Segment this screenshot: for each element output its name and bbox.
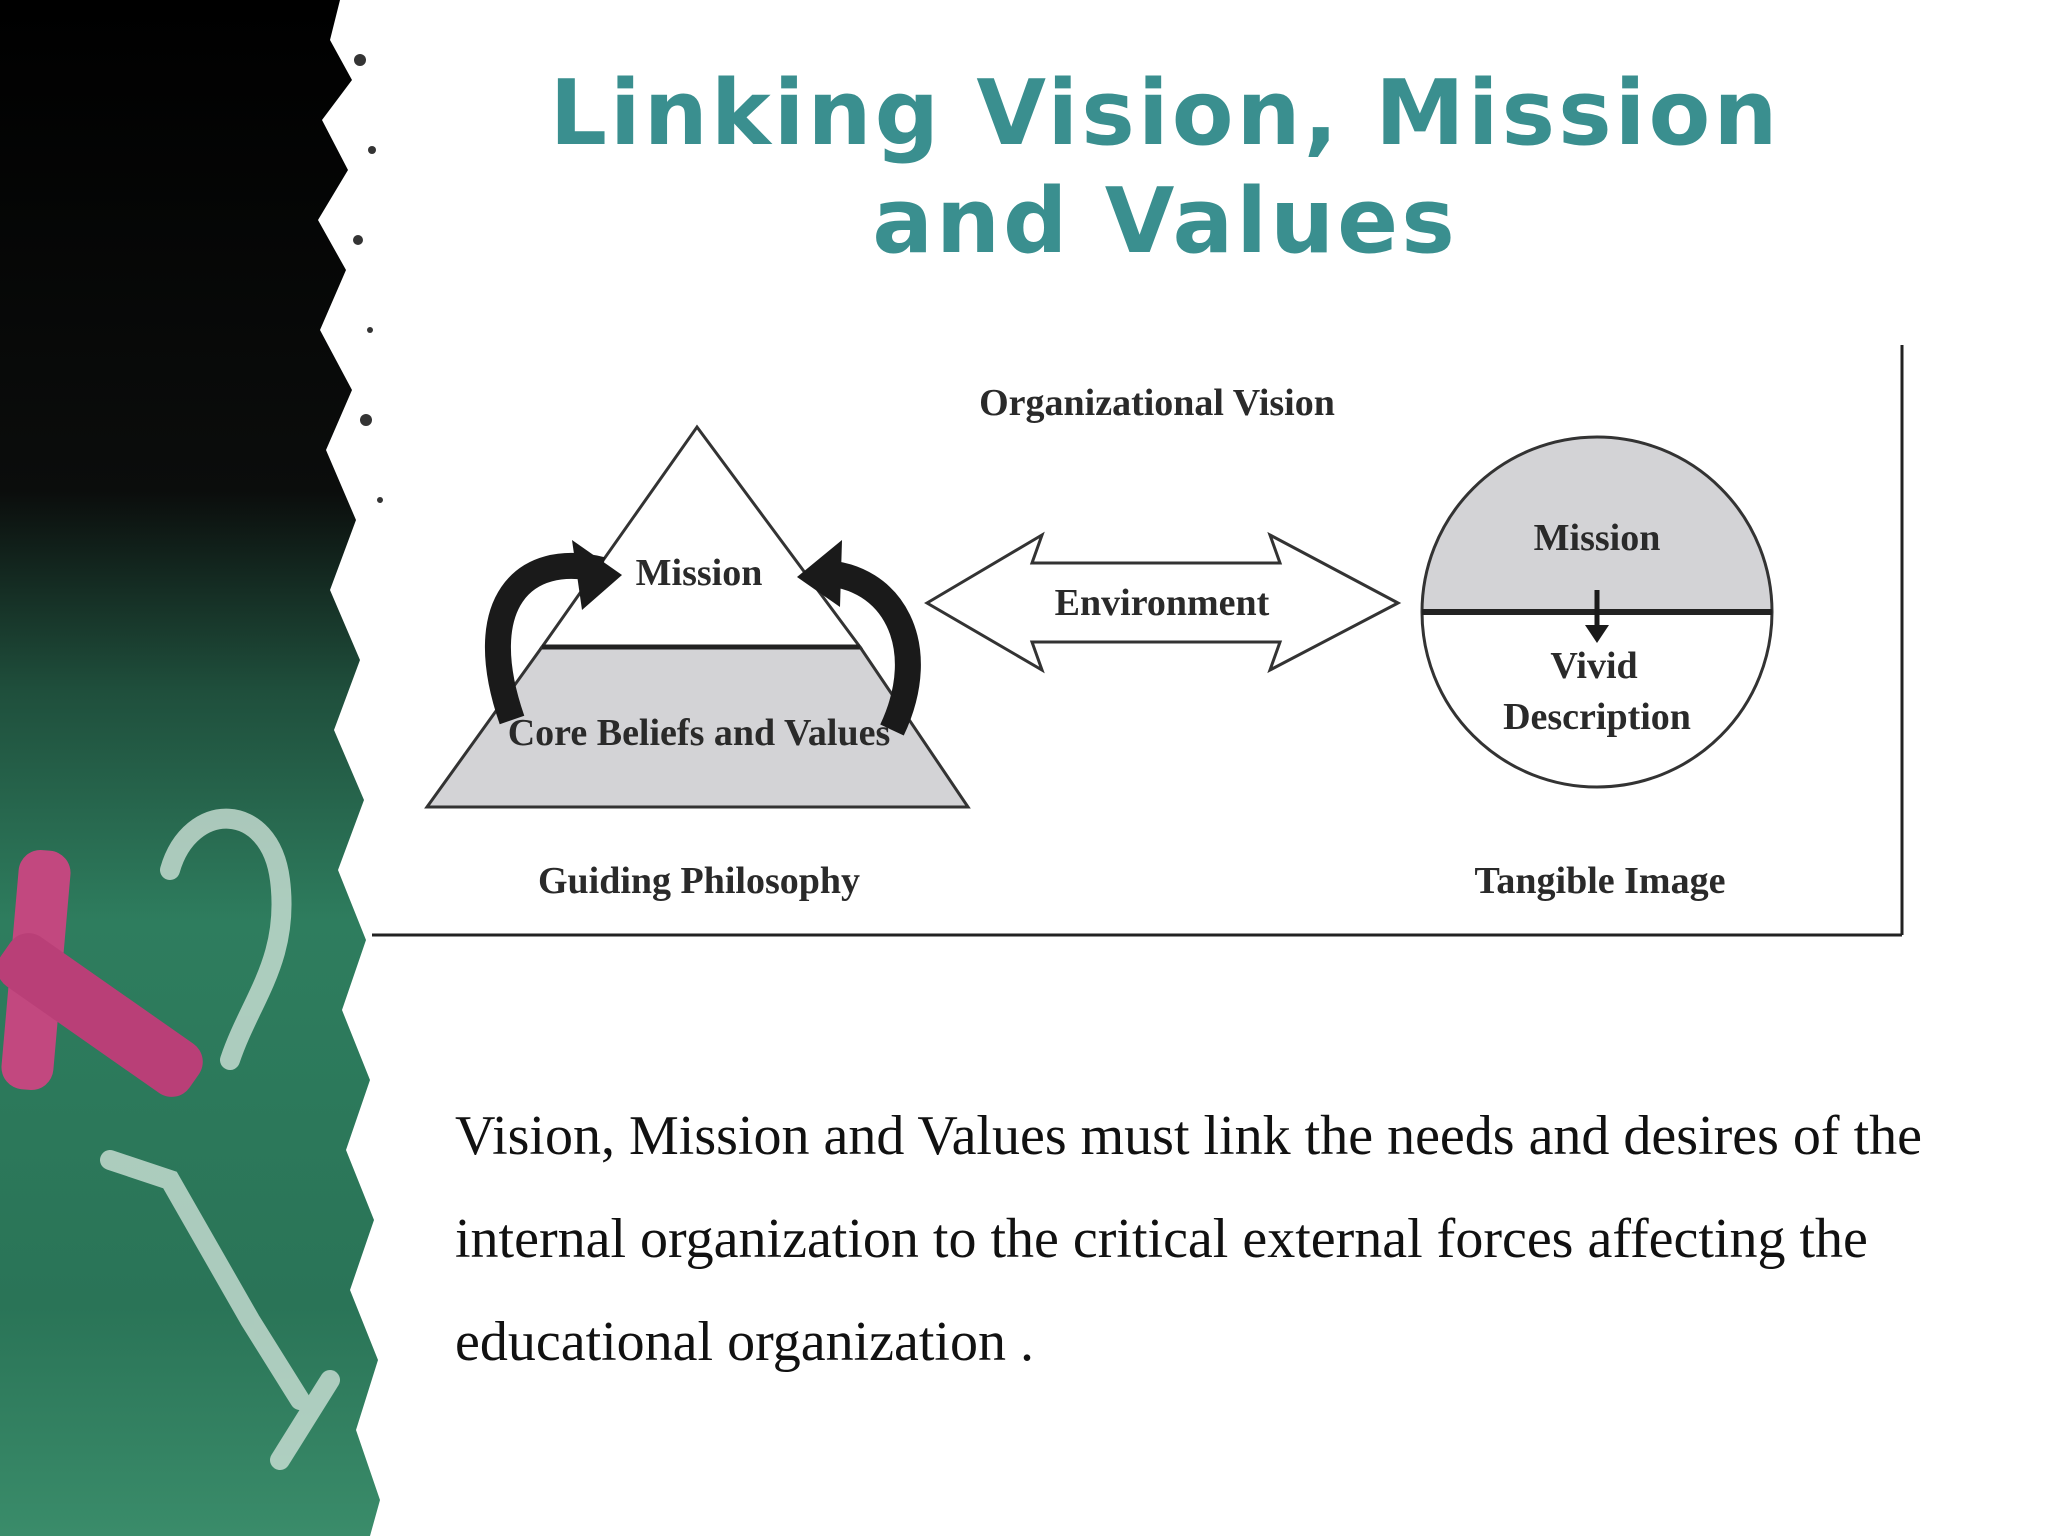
vision-diagram: Organizational Vision Mission Core Belie… xyxy=(372,345,1904,937)
curved-arrow-left-icon xyxy=(484,540,622,725)
circle-mission-label: Mission xyxy=(1534,517,1661,559)
slide-title: Linking Vision, Mission and Values xyxy=(549,61,1781,274)
pink-chalk-icon xyxy=(0,850,203,1097)
environment-double-arrow-icon xyxy=(924,531,1402,674)
curved-arrow-right-icon xyxy=(797,540,921,736)
chalkboard-background xyxy=(0,0,380,1536)
guiding-philosophy-caption: Guiding Philosophy xyxy=(538,860,860,902)
slide-body-text: Vision, Mission and Values must link the… xyxy=(455,1105,1922,1373)
pyramid-shape xyxy=(424,424,971,809)
circle-description-label: Description xyxy=(1503,696,1691,738)
circle-shape xyxy=(1420,435,1774,789)
pyramid-core-values-label: Core Beliefs and Values xyxy=(508,712,891,754)
environment-label: Environment xyxy=(1055,582,1270,624)
circle-top-half xyxy=(1422,437,1772,612)
organizational-vision-heading: Organizational Vision xyxy=(979,382,1335,424)
tangible-image-caption: Tangible Image xyxy=(1475,860,1726,902)
chalk-scribbles xyxy=(100,808,340,1470)
chalkboard-decoration xyxy=(0,0,383,1536)
down-arrow-icon xyxy=(1585,590,1609,643)
pyramid-apex xyxy=(539,424,863,649)
circle-vivid-label: Vivid xyxy=(1550,645,1637,687)
splatter-dots xyxy=(353,54,383,503)
pyramid-mission-label: Mission xyxy=(636,552,763,594)
